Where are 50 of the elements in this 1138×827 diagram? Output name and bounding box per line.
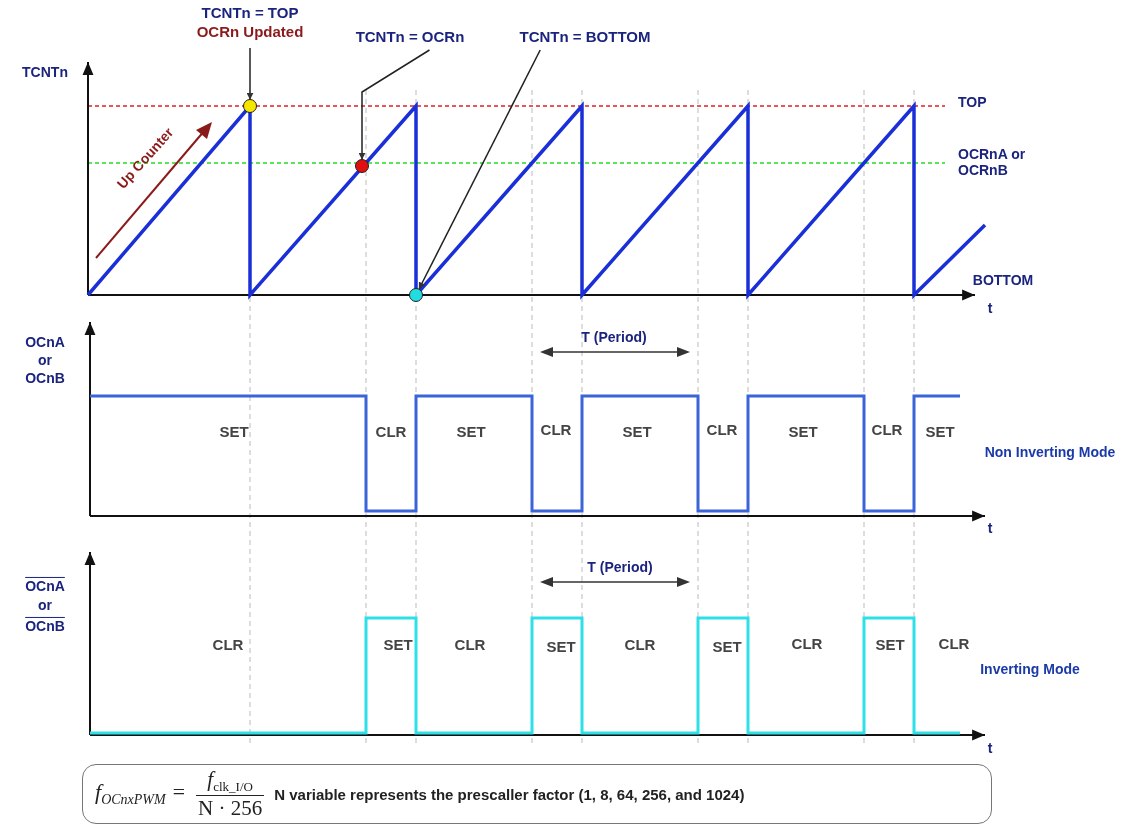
callout-text: OCRn Updated [196,22,304,42]
state-label: SET [788,423,818,441]
axis-label: TCNTn [22,63,68,81]
state-label: CLR [540,421,572,439]
state-label: SET [219,423,249,441]
axis-label: OCnB [25,617,65,635]
axis-label: OCnA [25,577,65,595]
bottom-dot [409,288,423,302]
callout-text: TCNTn = BOTTOM [519,28,651,47]
leader-arrow [246,47,254,100]
state-label: CLR [375,423,407,441]
axis-label: BOTTOM [972,271,1034,289]
state-label: SET [875,636,905,654]
state-label: CLR [706,421,738,439]
leader-arrow [358,49,431,160]
state-label: CLR [791,635,823,653]
state-label: CLR [212,636,244,654]
axis-label: t [987,299,993,317]
axis-label: t [987,739,993,757]
state-label: CLR [454,636,486,654]
axis-label: OCnB [25,369,65,387]
state-label: SET [456,423,486,441]
callout-text: TCNTn = OCRn [355,28,465,47]
state-label: SET [546,638,576,656]
callout-text: TCNTn = TOP [201,4,299,23]
mode-label: Inverting Mode [980,660,1080,678]
formula-note: N variable represents the prescaller factor (1, 8, 64, 256, and 1024) [274,785,745,803]
formula-numerator: f$_{clk_I/O}$ [206,766,254,796]
axis-label: or [38,351,52,369]
axis-label: T (Period) [587,558,653,576]
state-label: SET [712,638,742,656]
compare-match-dot [355,159,369,173]
formula-denominator: N · 256 [196,795,265,822]
state-label: CLR [871,421,903,439]
state-label: CLR [938,635,970,653]
axis-label: OCnA [25,333,65,351]
state-label: CLR [624,636,656,654]
axis-label: OCRnA or OCRnB [958,145,1027,179]
state-label: SET [622,423,652,441]
axis-label: t [987,519,993,537]
formula-box [82,764,992,824]
state-label: SET [383,636,413,654]
axis-label: TOP [958,93,988,111]
axis-label: T (Period) [581,328,647,346]
state-label: SET [925,423,955,441]
formula-lhs: f$_{OCnxPWM}$ = [95,779,187,809]
leader-arrow [418,49,541,290]
mode-label: Non Inverting Mode [984,443,1116,461]
top-match-dot [243,99,257,113]
axis-label: or [38,596,52,614]
